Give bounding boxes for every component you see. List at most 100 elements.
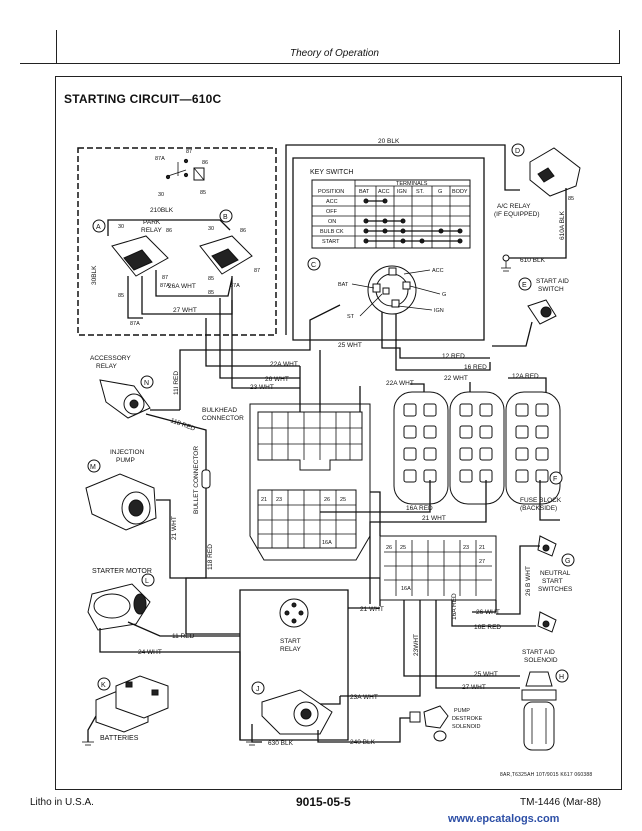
wire-24wht: 24 WHT <box>138 649 162 656</box>
start-aid-switch-id: E <box>522 282 527 289</box>
bulkhead-connector: BULKHEAD CONNECTOR 21 23 26 25 16A <box>202 403 371 561</box>
starter-motor-id: L <box>145 578 149 585</box>
relay-b-pin-85: 85 <box>208 276 214 282</box>
wire-27wht-2: 27 WHT <box>462 684 486 691</box>
ground-symbol-610 <box>501 254 511 272</box>
wire-27wht: 27 WHT <box>173 307 197 314</box>
injection-pump-label-2: PUMP <box>116 457 135 464</box>
wire-16ered: 16E RED <box>474 624 501 631</box>
footer-manual-number: TM-1446 (Mar-88) <box>520 797 602 808</box>
park-relay: A PARK RELAY 30 86 87 87A 85 <box>92 219 172 299</box>
start-aid-switch-label-2: SWITCH <box>538 286 564 293</box>
reference-code: 8AR,T6325AH 10T/9015 K617 060388 <box>500 772 593 778</box>
wire-25wht: 25 WHT <box>338 342 362 349</box>
batteries-label: BATTERIES <box>100 735 139 742</box>
wire-23wht: 23 WHT <box>250 384 274 391</box>
table-col-st: ST. <box>416 189 424 195</box>
start-aid-solenoid: START AID SOLENOID H <box>521 649 569 751</box>
fuse-block: F FUSE BLOCK (BACKSIDE) <box>393 391 563 512</box>
bulkhead-cell-21: 21 <box>261 497 267 503</box>
bulkhead-cell-26: 26 <box>324 497 330 503</box>
park-relay-id: A <box>96 224 101 231</box>
wire-23wht-2: 23WHT <box>413 634 420 656</box>
relay-b-pin-85b: 85 <box>208 290 214 296</box>
wire-26bwht: 26 B WHT <box>525 566 532 596</box>
wire-23awht: 23A WHT <box>350 694 378 701</box>
wire-20blk: 20 BLK <box>378 138 400 145</box>
wire-118red: 118 RED <box>169 417 196 433</box>
park-relay-pin-85: 85 <box>118 293 124 299</box>
table-row-on: ON <box>328 219 336 225</box>
park-relay-87a-lower: 87A <box>130 321 140 327</box>
park-relay-pin-87a: 87A <box>160 283 170 289</box>
park-relay-pin-87: 87 <box>162 275 168 281</box>
relay-b: B 30 86 87 87A 85 <box>199 209 260 289</box>
starter-motor: STARTER MOTOR L <box>87 568 155 631</box>
diagram-title: STARTING CIRCUIT—610C <box>64 92 222 106</box>
start-aid-switch: E START AID SWITCH <box>518 277 569 325</box>
start-relay-label-1: START <box>280 638 301 645</box>
lower-connector: 26 25 23 21 27 16A <box>379 535 497 601</box>
accessory-relay-label-2: RELAY <box>96 363 117 370</box>
key-terminal-bat: BAT <box>338 282 349 288</box>
neutral-switch-label-2: START <box>542 578 563 585</box>
park-relay-pin-86: 86 <box>166 228 172 234</box>
wire-16ared-2: 16A RED <box>451 593 458 620</box>
wire-21wht-2: 21 WHT <box>422 515 446 522</box>
ac-relay: D 85 A/C RELAY (IF EQUIPPED) <box>494 143 581 218</box>
connector-cell-21: 21 <box>479 545 485 551</box>
key-switch-label: KEY SWITCH <box>310 169 353 176</box>
header-rule <box>20 63 620 64</box>
table-row-acc: ACC <box>326 199 338 205</box>
wire-610ablk: 610A BLK <box>559 210 566 240</box>
connector-cell-27: 27 <box>479 559 485 565</box>
diagram-frame <box>55 76 622 790</box>
schem-pin-30: 30 <box>158 192 164 198</box>
connector-cell-26: 26 <box>386 545 392 551</box>
table-row-start: START <box>322 239 340 245</box>
start-aid-solenoid-label-2: SOLENOID <box>524 657 558 664</box>
pump-destroke-label-3: SOLENOID <box>452 724 480 730</box>
table-col-g: G <box>438 189 442 195</box>
table-row-bulb-ck: BULB CK <box>320 229 344 235</box>
park-relay-label-2: RELAY <box>141 227 162 234</box>
key-switch-id: C <box>311 262 316 269</box>
wire-26awht: 26A WHT <box>168 283 196 290</box>
bulkhead-label-1: BULKHEAD <box>202 407 237 414</box>
start-aid-solenoid-id: H <box>559 674 564 681</box>
wire-26wht-2: 26 WHT <box>476 609 500 616</box>
footer-litho: Litho in U.S.A. <box>30 797 94 808</box>
bulkhead-cell-16a: 16A <box>322 540 332 546</box>
key-terminal-acc: ACC <box>432 268 444 274</box>
watermark-link[interactable]: www.epcatalogs.com <box>448 813 560 825</box>
key-switch-body: C ACC BAT G ST IGN <box>307 257 446 320</box>
wire-25wht-2: 25 WHT <box>474 671 498 678</box>
table-col-position: POSITION <box>318 189 344 195</box>
relay-b-pin-86: 86 <box>240 228 246 234</box>
ac-relay-label-2: (IF EQUIPPED) <box>494 211 540 218</box>
wire-12red: 12 RED <box>442 353 465 360</box>
wire-11ired: 11I RED <box>173 371 180 395</box>
bulkhead-cell-23: 23 <box>276 497 282 503</box>
footer-page-number: 9015-05-5 <box>296 795 351 809</box>
relay-b-pin-30: 30 <box>208 226 214 232</box>
pump-destroke-label-2: DESTROKE <box>452 716 483 722</box>
schem-pin-87a: 87A <box>155 156 165 162</box>
section-heading: Theory of Operation <box>290 48 379 59</box>
relay-b-id: B <box>223 214 228 221</box>
wire-30blk: 30BLK <box>91 265 98 285</box>
wire-16ared: 16A RED <box>406 505 433 512</box>
key-terminal-g: G <box>442 292 446 298</box>
wire-610blk: 610 BLK <box>520 257 546 264</box>
table-row-off: OFF <box>326 209 338 215</box>
table-terminals-header: TERMINALS <box>396 181 428 187</box>
bulkhead-label-2: CONNECTOR <box>202 415 244 422</box>
ground-symbol-630 <box>246 741 258 746</box>
park-relay-pin-30: 30 <box>118 224 124 230</box>
batteries-id: K <box>101 682 106 689</box>
wire-240blk: 240 BLK <box>350 739 376 746</box>
wire-21wht: 21 WHT <box>171 516 178 540</box>
park-relay-label-1: PARK <box>143 219 161 226</box>
fuse-block-id: F <box>553 476 557 483</box>
